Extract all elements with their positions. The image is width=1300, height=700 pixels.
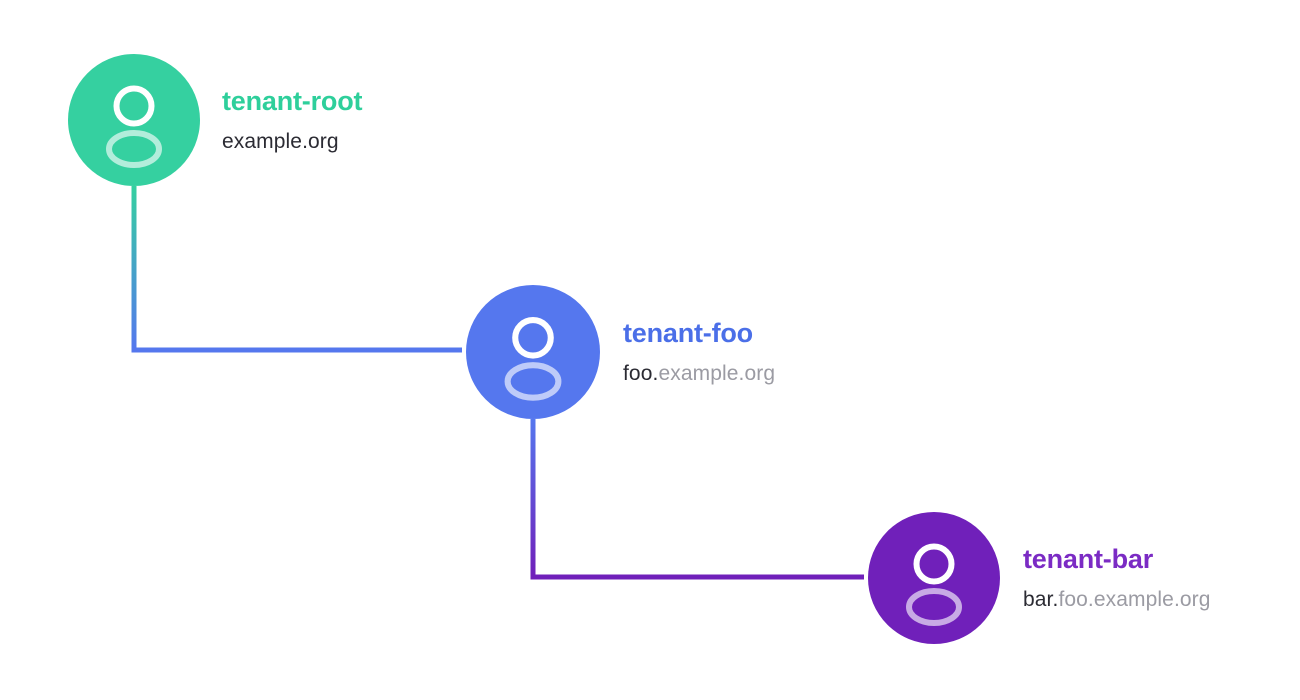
node-tenant-bar[interactable]: tenant-bar bar.foo.example.org bbox=[868, 512, 1211, 644]
node-labels-tenant-bar: tenant-bar bar.foo.example.org bbox=[1023, 544, 1211, 612]
user-avatar-icon bbox=[504, 316, 562, 401]
node-avatar-tenant-bar[interactable] bbox=[868, 512, 1000, 644]
node-domain-tenant-root: example.org bbox=[222, 130, 362, 154]
node-avatar-tenant-foo[interactable] bbox=[466, 285, 600, 419]
node-title-tenant-root: tenant-root bbox=[222, 86, 363, 117]
node-tenant-foo[interactable]: tenant-foo foo.example.org bbox=[466, 285, 775, 419]
node-labels-tenant-foo: tenant-foo foo.example.org bbox=[623, 318, 775, 386]
node-domain-tenant-bar: bar.foo.example.org bbox=[1023, 588, 1211, 612]
node-domain-prefix-tenant-bar: bar. bbox=[1023, 588, 1059, 612]
avatar-head-icon bbox=[512, 316, 554, 359]
user-avatar-icon bbox=[906, 543, 962, 626]
node-title-tenant-bar: tenant-bar bbox=[1023, 544, 1154, 575]
avatar-body-icon bbox=[906, 588, 962, 626]
node-avatar-tenant-root[interactable] bbox=[68, 54, 200, 186]
avatar-head-icon bbox=[913, 543, 955, 585]
node-domain-suffix-tenant-bar: foo.example.org bbox=[1058, 588, 1211, 612]
node-domain-prefix-tenant-foo: foo. bbox=[623, 362, 659, 386]
node-domain-tenant-foo: foo.example.org bbox=[623, 362, 775, 386]
avatar-head-icon bbox=[113, 85, 155, 127]
node-tenant-root[interactable]: tenant-root example.org bbox=[68, 54, 362, 186]
node-domain-suffix-tenant-foo: example.org bbox=[658, 362, 776, 386]
avatar-body-icon bbox=[106, 130, 162, 168]
node-labels-tenant-root: tenant-root example.org bbox=[222, 86, 362, 154]
connector-tenant-root-to-tenant-foo bbox=[131, 186, 462, 353]
connector-tenant-foo-to-tenant-bar bbox=[530, 419, 864, 580]
avatar-body-icon bbox=[504, 362, 562, 401]
user-avatar-icon bbox=[106, 85, 162, 168]
node-title-tenant-foo: tenant-foo bbox=[623, 318, 753, 349]
node-domain-prefix-tenant-root: example.org bbox=[222, 130, 339, 154]
